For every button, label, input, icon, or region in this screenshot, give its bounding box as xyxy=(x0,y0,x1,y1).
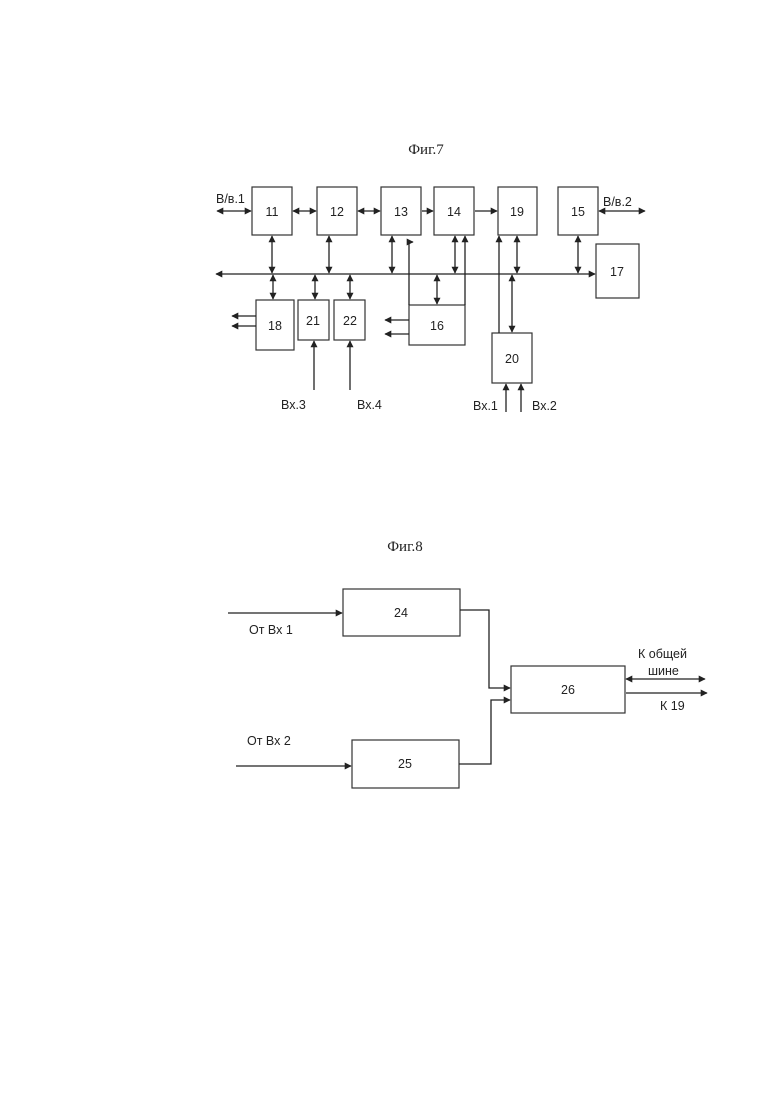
label-to-bus-line2: шине xyxy=(648,664,679,678)
block-24: 24 xyxy=(343,589,460,636)
label-in2: Вх.2 xyxy=(532,399,557,413)
block-18: 18 xyxy=(256,300,294,350)
label-to-bus-line1: К общей xyxy=(638,647,687,661)
block-13: 13 xyxy=(381,187,421,235)
block-16: 16 xyxy=(409,305,465,345)
block-21-label: 21 xyxy=(306,314,320,328)
fig8-title: Фиг.8 xyxy=(387,539,423,555)
label-io1: В/в.1 xyxy=(216,192,245,206)
block-25-label: 25 xyxy=(398,757,412,771)
block-14: 14 xyxy=(434,187,474,235)
block-22: 22 xyxy=(334,300,365,340)
block-15-label: 15 xyxy=(571,205,585,219)
label-from-in1: От Вх 1 xyxy=(249,623,293,637)
block-25: 25 xyxy=(352,740,459,788)
block-11-label: 11 xyxy=(266,205,279,219)
block-19: 19 xyxy=(498,187,537,235)
block-18-label: 18 xyxy=(268,319,282,333)
block-19-label: 19 xyxy=(510,205,524,219)
block-20: 20 xyxy=(492,333,532,383)
block-24-label: 24 xyxy=(394,606,408,620)
fig7-title: Фиг.7 xyxy=(408,142,444,158)
label-to-19: К 19 xyxy=(660,699,685,713)
block-11: 11 xyxy=(252,187,292,235)
block-17: 17 xyxy=(596,244,639,298)
block-15: 15 xyxy=(558,187,598,235)
block-26: 26 xyxy=(511,666,625,713)
link-24-26 xyxy=(460,610,510,688)
figure-7: Фиг.7 11 12 13 14 19 15 17 xyxy=(216,142,645,413)
block-14-label: 14 xyxy=(447,205,461,219)
label-in4: Вх.4 xyxy=(357,398,382,412)
block-13-label: 13 xyxy=(394,205,408,219)
figure-8: Фиг.8 24 25 26 От Вх 1 От Вх 2 К общей ш… xyxy=(228,539,707,788)
block-22-label: 22 xyxy=(343,314,357,328)
block-17-label: 17 xyxy=(610,265,624,279)
label-from-in2: От Вх 2 xyxy=(247,734,291,748)
block-21: 21 xyxy=(298,300,329,340)
block-26-label: 26 xyxy=(561,683,575,697)
block-16-label: 16 xyxy=(430,319,444,333)
block-12: 12 xyxy=(317,187,357,235)
link-25-26 xyxy=(459,700,510,764)
block-12-label: 12 xyxy=(330,205,344,219)
block-20-label: 20 xyxy=(505,352,519,366)
label-io2: В/в.2 xyxy=(603,195,632,209)
label-in1: Вх.1 xyxy=(473,399,498,413)
label-in3: Вх.3 xyxy=(281,398,306,412)
